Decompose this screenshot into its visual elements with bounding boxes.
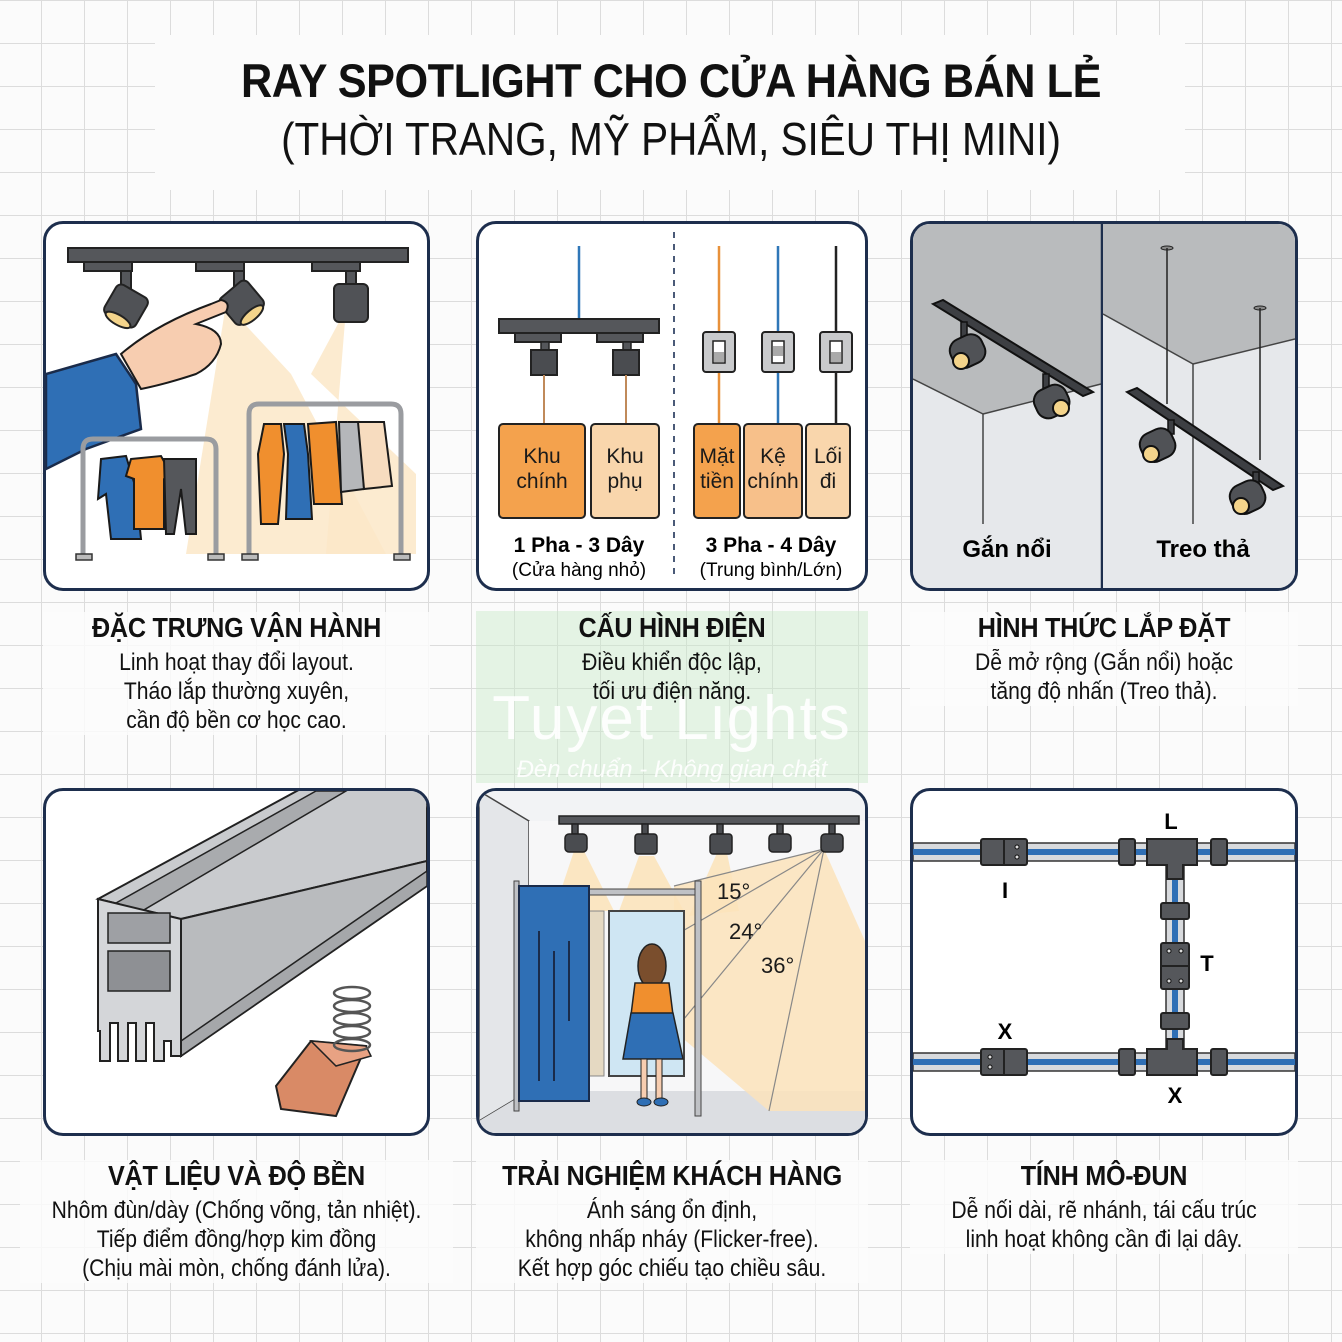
wiring-diagram-illustration: Khu chính Khu phụ 1 Pha - 3 Dây (Cửa hàn…: [498, 232, 853, 581]
description-line: Ánh sáng ổn định,: [586, 1197, 758, 1224]
zone-label: Khu: [606, 445, 643, 468]
panel-heading: CẤU HÌNH ĐIỆN: [578, 612, 766, 643]
panel-electrical-illustration: Khu chính Khu phụ 1 Pha - 3 Dây (Cửa hàn…: [476, 221, 868, 591]
panel-modular-caption: TÍNH MÔ-ĐUN Dễ nối dài, rẽ nhánh, tái cấ…: [910, 1160, 1298, 1254]
zone-label: tiền: [700, 470, 734, 493]
panel-modular-illustration: L I T X X: [910, 788, 1298, 1136]
zone-label: phụ: [607, 470, 642, 493]
mounting-types-illustration: Gắn nổi Treo thả: [913, 224, 1295, 588]
panel-heading: TÍNH MÔ-ĐUN: [1020, 1160, 1188, 1191]
hand-adjusting-spotlights-illustration: [46, 247, 416, 561]
panel-description: Linh hoạt thay đổi layout. Tháo lắp thườ…: [66, 648, 407, 735]
switch-icon: [819, 331, 853, 373]
panel-experience-illustration: 15° 24° 36°: [476, 788, 868, 1136]
zone-label: chính: [516, 470, 567, 493]
aluminum-profile-illustration: [95, 791, 427, 1118]
description-line: Dễ mở rộng (Gắn nổi) hoặc: [974, 649, 1234, 676]
fitting-room-illustration: 15° 24° 36°: [479, 791, 865, 1133]
beam-angle-label: 24°: [729, 919, 762, 944]
panel-operations-illustration: [43, 221, 430, 591]
page-subtitle: (THỜI TRANG, MỸ PHẨM, SIÊU THỊ MINI): [281, 113, 1061, 165]
watermark: Tuyet Lights Đèn chuẩn - Không gian chất: [476, 611, 868, 783]
description-line: linh hoạt không cần đi lại dây.: [965, 1226, 1243, 1253]
panel-experience-caption: TRẢI NGHIỆM KHÁCH HÀNG Ánh sáng ổn định,…: [476, 1160, 868, 1283]
zone-label: chính: [747, 470, 798, 493]
panel-heading: HÌNH THỨC LẮP ĐẶT: [977, 612, 1231, 643]
wiring-label: 1 Pha - 3 Dây: [514, 534, 645, 557]
description-line: Linh hoạt thay đổi layout.: [119, 649, 354, 676]
panel-heading: ĐẶC TRƯNG VẬN HÀNH: [91, 612, 382, 643]
panel-description: Dễ mở rộng (Gắn nổi) hoặc tăng độ nhấn (…: [933, 648, 1274, 706]
description-line: tối ưu điện năng.: [592, 678, 752, 705]
panel-operations-caption: ĐẶC TRƯNG VẬN HÀNH Linh hoạt thay đổi la…: [43, 612, 430, 735]
wiring-sublabel: (Trung bình/Lớn): [700, 560, 843, 581]
description-line: Dễ nối dài, rẽ nhánh, tái cấu trúc: [951, 1197, 1257, 1224]
description-line: Nhôm đùn/dày (Chống võng, tản nhiệt).: [51, 1197, 422, 1224]
title-band: [155, 35, 1185, 190]
beam-angle-label: 36°: [761, 953, 794, 978]
wiring-sublabel: (Cửa hàng nhỏ): [512, 560, 646, 581]
zone-label: đi: [820, 470, 836, 493]
panel-description: Ánh sáng ổn định, không nhấp nháy (Flick…: [500, 1196, 845, 1283]
copper-contact-icon: [274, 985, 373, 1118]
beam-angle-label: 15°: [717, 879, 750, 904]
panel-materials-caption: VẬT LIỆU VÀ ĐỘ BỀN Nhôm đùn/dày (Chống v…: [20, 1160, 453, 1283]
pendant-mount-label: Treo thả: [1156, 536, 1250, 563]
panel-heading: VẬT LIỆU VÀ ĐỘ BỀN: [108, 1160, 365, 1191]
description-line: (Chịu mài mòn, chống đánh lửa).: [82, 1255, 391, 1282]
description-line: tăng độ nhấn (Treo thả).: [990, 678, 1218, 705]
connector-label-I: I: [1002, 878, 1008, 903]
panel-description: Nhôm đùn/dày (Chống võng, tản nhiệt). Ti…: [46, 1196, 427, 1283]
wiring-label: 3 Pha - 4 Dây: [706, 534, 837, 557]
connector-label-X: X: [1168, 1083, 1183, 1108]
connector-label-X: X: [998, 1019, 1013, 1044]
panel-materials-illustration: [43, 788, 430, 1136]
panel-heading: TRẢI NGHIỆM KHÁCH HÀNG: [502, 1160, 842, 1191]
description-line: Tháo lắp thường xuyên,: [123, 678, 350, 705]
panel-electrical-caption: CẤU HÌNH ĐIỆN Điều khiển độc lập, tối ưu…: [476, 612, 868, 706]
description-line: Kết hợp góc chiếu tạo chiều sâu.: [517, 1255, 827, 1282]
modular-connectors-illustration: L I T X X: [913, 809, 1295, 1108]
panel-description: Điều khiển độc lập, tối ưu điện năng.: [500, 648, 845, 706]
surface-mount-label: Gắn nổi: [962, 535, 1051, 563]
watermark-slogan: Đèn chuẩn - Không gian chất: [516, 756, 828, 783]
page-title: RAY SPOTLIGHT CHO CỬA HÀNG BÁN LẺ: [241, 54, 1101, 107]
description-line: Tiếp điểm đồng/hợp kim đồng: [96, 1226, 377, 1253]
zone-label: Kệ: [760, 445, 786, 468]
zone-label: Khu: [523, 445, 560, 468]
zone-label: Lối: [814, 445, 842, 468]
zone-label: Mặt: [699, 445, 734, 468]
description-line: cần độ bền cơ học cao.: [126, 707, 347, 734]
connector-label-T: T: [1200, 951, 1214, 976]
switch-icon: [702, 331, 736, 373]
panel-mounting-caption: HÌNH THỨC LẮP ĐẶT Dễ mở rộng (Gắn nổi) h…: [910, 612, 1298, 706]
panel-mounting-illustration: Gắn nổi Treo thả: [910, 221, 1298, 591]
panel-description: Dễ nối dài, rẽ nhánh, tái cấu trúc linh …: [933, 1196, 1274, 1254]
description-line: không nhấp nháy (Flicker-free).: [525, 1226, 819, 1253]
watermark-brand: Tuyet Lights: [492, 684, 852, 753]
description-line: Điều khiển độc lập,: [582, 649, 762, 676]
switch-icon: [761, 331, 795, 373]
connector-label-L: L: [1164, 809, 1177, 834]
